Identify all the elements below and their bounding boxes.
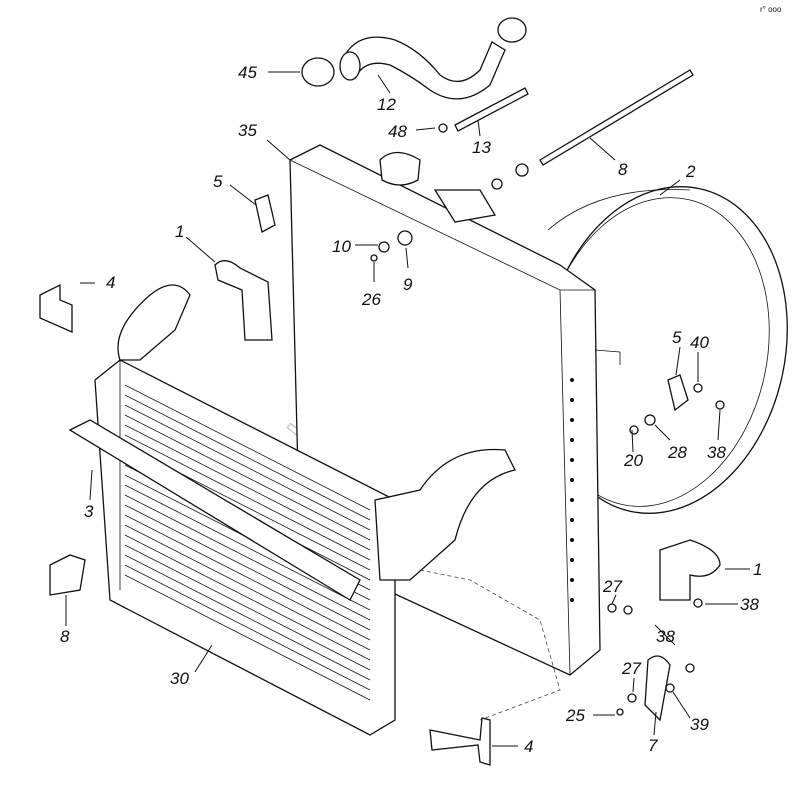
label-4-lower: 4 bbox=[524, 737, 533, 756]
inlet-pipe bbox=[117, 284, 191, 361]
callout-labels: 45 12 48 13 35 8 2 5 1 10 9 26 4 5 40 20… bbox=[60, 63, 762, 756]
fitting-48 bbox=[438, 123, 448, 133]
label-38-top: 38 bbox=[707, 443, 726, 462]
label-38-low: 38 bbox=[656, 627, 675, 646]
label-28: 28 bbox=[667, 443, 687, 462]
outlet-pipe bbox=[374, 448, 516, 581]
bracket-1 bbox=[214, 260, 273, 341]
label-4-upper: 4 bbox=[106, 273, 115, 292]
label-48: 48 bbox=[388, 122, 407, 141]
tube-13 bbox=[454, 87, 529, 132]
mounting-holes bbox=[570, 378, 574, 602]
bracket-5 bbox=[254, 194, 276, 233]
label-12: 12 bbox=[377, 95, 396, 114]
rod-3 bbox=[68, 419, 361, 601]
label-20: 20 bbox=[623, 451, 643, 470]
washer-10 bbox=[378, 241, 390, 253]
leader-lines bbox=[65, 71, 750, 747]
label-8-rod: 8 bbox=[618, 160, 628, 179]
label-10: 10 bbox=[332, 237, 351, 256]
rod-8 bbox=[539, 69, 694, 166]
label-3: 3 bbox=[84, 502, 94, 521]
label-39: 39 bbox=[690, 715, 709, 734]
label-35: 35 bbox=[238, 121, 257, 140]
bracket-4 bbox=[39, 283, 73, 333]
label-27-top: 27 bbox=[602, 577, 622, 596]
label-7: 7 bbox=[648, 736, 658, 755]
intercooler bbox=[68, 284, 516, 736]
label-9: 9 bbox=[403, 275, 413, 294]
bracket-5-right bbox=[667, 374, 689, 412]
corner-mark: r° ooo bbox=[760, 5, 782, 14]
nut-26 bbox=[370, 254, 378, 262]
label-1-left: 1 bbox=[175, 222, 184, 241]
label-5-left: 5 bbox=[213, 172, 223, 191]
hose-clamp bbox=[301, 17, 527, 87]
label-1-right: 1 bbox=[753, 560, 762, 579]
label-25: 25 bbox=[565, 706, 585, 725]
upper-hose bbox=[339, 36, 506, 100]
label-27-low: 27 bbox=[621, 659, 641, 678]
label-26: 26 bbox=[361, 290, 381, 309]
washer-9 bbox=[397, 230, 413, 246]
label-13: 13 bbox=[472, 138, 491, 157]
label-2: 2 bbox=[685, 162, 696, 181]
bracket-1-right bbox=[659, 539, 721, 601]
label-8-bracket: 8 bbox=[60, 627, 70, 646]
label-5-right: 5 bbox=[672, 328, 682, 347]
label-30: 30 bbox=[170, 669, 189, 688]
bracket-4-lower bbox=[429, 717, 491, 766]
bracket-8 bbox=[49, 554, 86, 596]
label-40: 40 bbox=[690, 333, 709, 352]
label-38-mid: 38 bbox=[740, 595, 759, 614]
bracket-7 bbox=[644, 655, 671, 722]
label-45: 45 bbox=[238, 63, 257, 82]
